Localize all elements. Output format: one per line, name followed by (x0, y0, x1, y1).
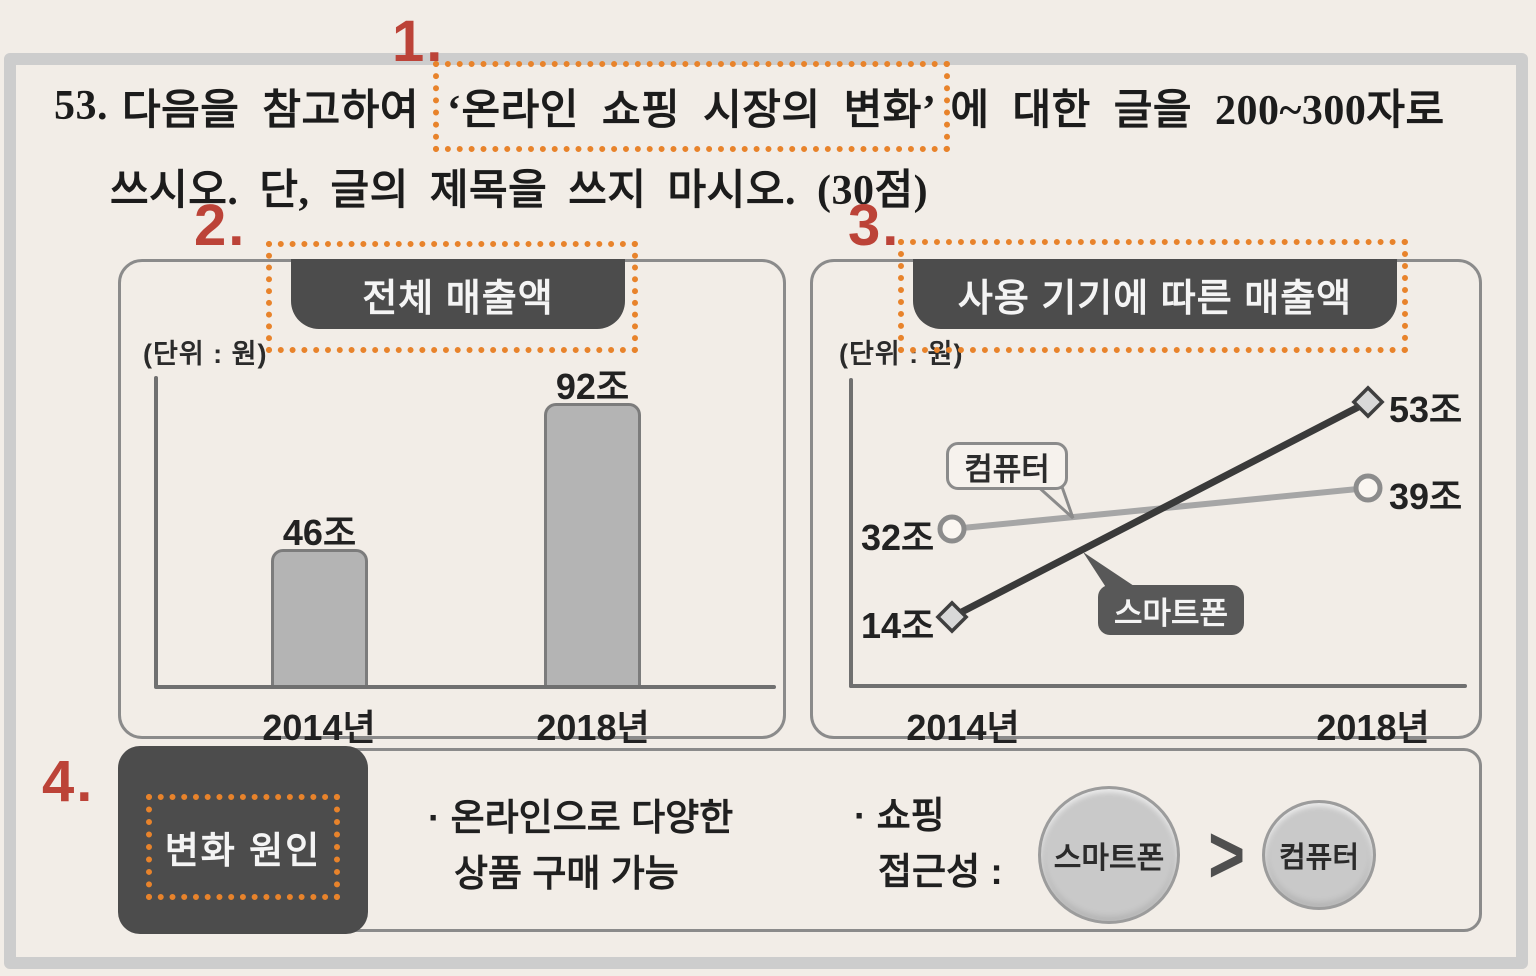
value-label-computer-2014: 32조 (861, 517, 935, 558)
highlight-box-line-title (898, 239, 1408, 353)
annotation-number-2: 2. (194, 193, 247, 258)
series-label-smartphone: 스마트폰 (1098, 585, 1244, 635)
cause-bullet-2-line-1: · 쇼핑 (854, 795, 945, 836)
bar-chart-y-axis (154, 376, 158, 688)
question-line-1: 53. 다음을 참고하여 ‘온라인 쇼핑 시장의 변화’ 에 대한 글을 200… (54, 60, 1445, 152)
line-chart-x-axis (849, 684, 1467, 688)
line-chart-title: 사용 기기에 따른 매출액 (957, 277, 1353, 320)
cause-bullet-1-line-2: 상품 구매 가능 (454, 853, 679, 894)
comparison-circle-computer: 컴퓨터 (1262, 800, 1376, 910)
question-number: 53. (54, 83, 108, 129)
bar-2014 (271, 549, 368, 685)
bar-chart-panel: 전체 매출액 (단위 : 원) 46조 92조 2014년 2018년 (118, 259, 786, 748)
bar-value-label-2018: 92조 (555, 366, 630, 407)
line-chart-panel: 사용 기기에 따른 매출액 (단위 : 원) 32조 39조 14조 53조 컴… (810, 259, 1482, 748)
bar-2018 (544, 403, 641, 685)
bar-x-tick-2018: 2018년 (536, 707, 650, 748)
question-suffix: 에 대한 글을 200~300자로 (950, 87, 1445, 134)
annotation-number-4: 4. (42, 749, 95, 814)
smartphone-callout-tail (1083, 552, 1143, 592)
question-prefix: 다음을 참고하여 (122, 87, 419, 134)
line-chart-plot (935, 385, 1385, 634)
bar-x-tick-2014: 2014년 (262, 707, 376, 748)
cause-bullet-1-line-1: · 온라인으로 다양한 (428, 797, 734, 838)
smartphone-marker-2014 (935, 600, 969, 634)
cause-bullet-2: · 쇼핑 접근성 : (854, 788, 1003, 900)
line-x-tick-2014: 2014년 (906, 707, 1020, 748)
smartphone-line (950, 398, 1370, 621)
bar-chart-x-axis (154, 685, 776, 689)
highlight-box-bar-title (266, 241, 638, 353)
bar-chart-title: 전체 매출액 (362, 277, 554, 320)
line-chart-title-tab: 사용 기기에 따른 매출액 (913, 259, 1397, 329)
greater-than-icon: > (1208, 808, 1245, 901)
line-x-tick-2018: 2018년 (1316, 707, 1430, 748)
series-label-computer: 컴퓨터 (946, 442, 1068, 490)
value-label-smartphone-2018: 53조 (1389, 389, 1463, 430)
highlight-box-topic: ‘온라인 쇼핑 시장의 변화’ (432, 60, 951, 152)
annotation-number-1: 1. (392, 9, 445, 74)
line-chart-y-axis (849, 378, 853, 688)
bar-chart-unit-label: (단위 : 원) (143, 339, 268, 369)
value-label-computer-2018: 39조 (1389, 476, 1463, 517)
page-border (4, 53, 1528, 969)
computer-marker-2014 (937, 514, 967, 544)
annotation-number-3: 3. (848, 193, 901, 258)
value-label-smartphone-2014: 14조 (861, 605, 935, 646)
bar-value-label-2014: 46조 (282, 512, 357, 553)
question-line-2: 쓰시오. 단, 글의 제목을 쓰지 마시오. (30점) (110, 168, 929, 214)
comparison-circle-smartphone: 스마트폰 (1038, 786, 1180, 924)
cause-bullet-2-line-2: 접근성 : (878, 851, 1003, 892)
smartphone-marker-2018 (1351, 385, 1385, 419)
cause-heading-box (118, 746, 368, 934)
cause-heading: 변화 원인 (146, 794, 340, 900)
computer-marker-2018 (1353, 473, 1383, 503)
bar-chart-title-tab: 전체 매출액 (291, 259, 625, 329)
cause-bullet-1: · 온라인으로 다양한 상품 구매 가능 (428, 790, 733, 902)
